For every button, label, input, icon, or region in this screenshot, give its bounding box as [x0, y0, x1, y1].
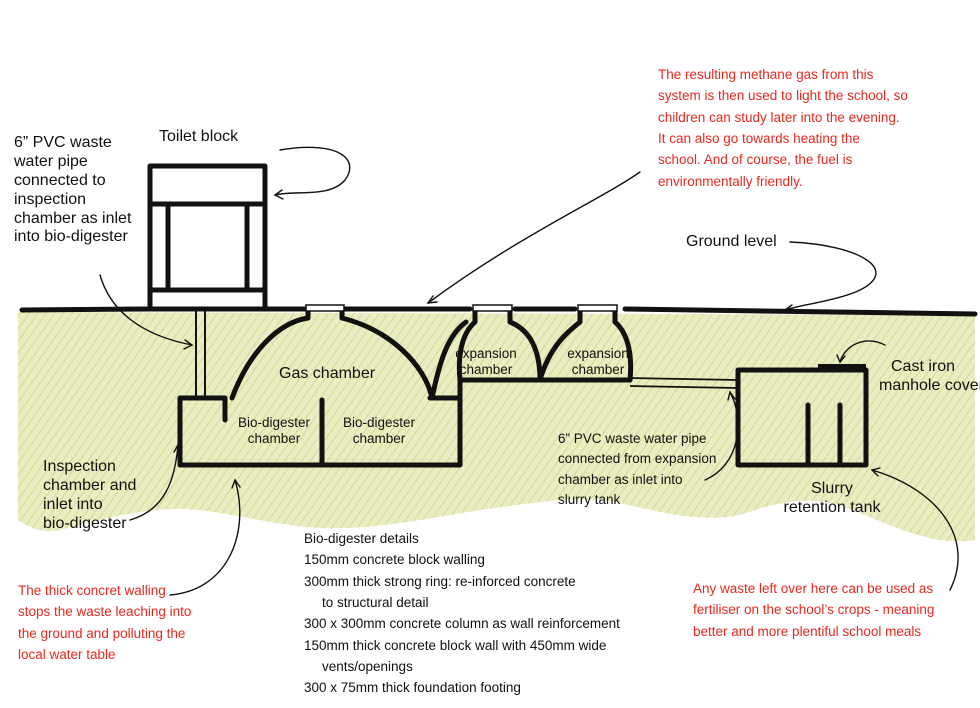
- bio-digester-tank: [177, 306, 469, 468]
- manhole-cover: [818, 364, 866, 371]
- toilet-block-label: Toilet block: [159, 128, 239, 145]
- bio-digester-details: Bio-digester details 150mm concrete bloc…: [304, 528, 620, 699]
- gas-chamber-label: Gas chamber: [279, 365, 376, 382]
- details-line: 300mm thick strong ring: re-inforced con…: [304, 573, 576, 589]
- pvc-inlet-label: 6” PVC waste water pipe connected to ins…: [14, 134, 132, 246]
- inlet-pipe: [195, 309, 206, 398]
- details-line: 150mm thick concrete block wall with 450…: [304, 637, 607, 653]
- expansion-neck-2: [577, 304, 618, 312]
- toilet-block: [147, 163, 268, 312]
- arrow-walling: [169, 479, 241, 596]
- ground-level-label: Ground level: [686, 233, 777, 250]
- arrow-methane: [427, 171, 641, 304]
- fertiliser-note: Any waste left over here can be used as …: [693, 581, 935, 639]
- arrow-fertiliser: [871, 469, 959, 591]
- expansion-neck-1: [472, 304, 513, 312]
- arrow-toilet-block: [274, 146, 351, 196]
- arrow-pvc-inlet: [99, 274, 193, 346]
- details-line: vents/openings: [322, 658, 413, 674]
- details-title: Bio-digester details: [304, 531, 419, 546]
- details-line: to structural detail: [322, 594, 429, 610]
- arrow-pvc-outlet: [704, 391, 739, 481]
- arrow-manhole: [839, 340, 886, 363]
- bio-digester-chamber-2-label: Bio-digester chamber: [342, 415, 416, 446]
- gas-chamber-neck: [305, 304, 345, 312]
- bio-digester-chamber-1-label: Bio-digester chamber: [237, 415, 311, 446]
- walling-note: The thick concret walling stops the wast…: [18, 583, 192, 662]
- expansion-chamber-2-label: expansion chamber: [567, 346, 629, 377]
- arrow-inspection: [129, 444, 179, 521]
- pvc-outlet-label: 6” PVC waste water pipe connected from e…: [558, 431, 717, 507]
- outlet-pipe: [629, 377, 739, 389]
- annotation-arrows: [99, 146, 959, 596]
- manhole-cover-label: Cast iron manhole cover: [879, 358, 980, 394]
- expansion-chambers: [456, 306, 634, 383]
- details-line: 150mm concrete block walling: [304, 552, 485, 568]
- arrow-ground-level: [784, 241, 877, 311]
- details-line: 300 x 300mm concrete column as wall rein…: [304, 616, 620, 632]
- inspection-chamber-label: Inspection chamber and inlet into bio-di…: [43, 458, 137, 532]
- methane-note: The resulting methane gas from this syst…: [658, 67, 908, 189]
- details-line: 300 x 75mm thick foundation footing: [304, 680, 521, 696]
- slurry-tank-label: Slurry retention tank: [783, 480, 881, 516]
- expansion-chamber-1-label: expansion chamber: [455, 346, 517, 377]
